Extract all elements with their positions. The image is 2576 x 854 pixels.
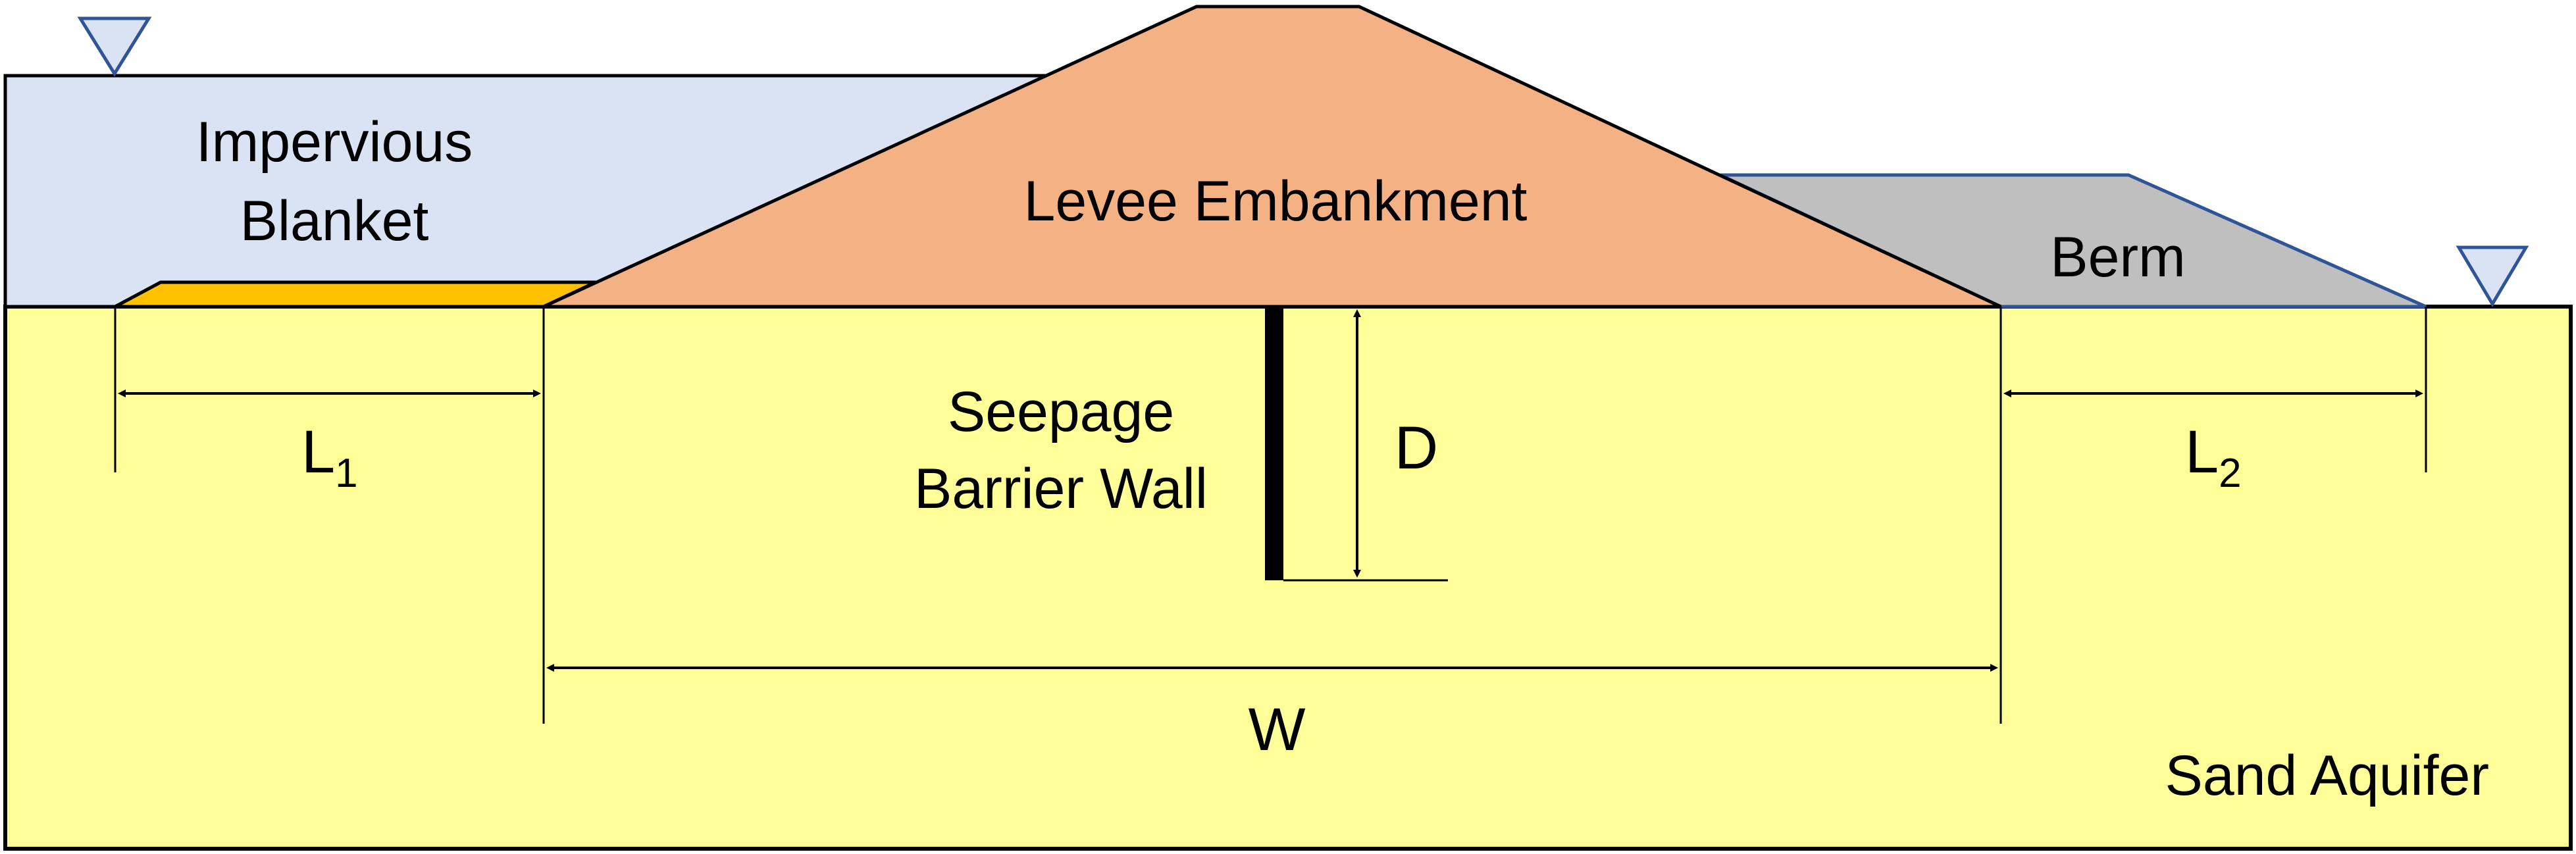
l2-subscript: 2 bbox=[2219, 451, 2241, 496]
berm-label: Berm bbox=[2050, 226, 2185, 289]
d-label: D bbox=[1395, 414, 1438, 482]
impervious-label-line2: Blanket bbox=[240, 189, 429, 253]
levee-embankment bbox=[542, 5, 2002, 309]
seepage-label-line2: Barrier Wall bbox=[914, 457, 1208, 520]
l1-main: L bbox=[301, 418, 335, 486]
l2-main: L bbox=[2185, 418, 2219, 486]
sand-aquifer-label: Sand Aquifer bbox=[2165, 744, 2489, 807]
seepage-barrier-wall bbox=[1265, 307, 1283, 580]
water-level-right-icon bbox=[2456, 245, 2529, 307]
l1-label: L1 bbox=[301, 418, 358, 496]
l2-label: L2 bbox=[2185, 418, 2242, 496]
water-level-left-icon bbox=[77, 16, 152, 77]
impervious-label-line1: Impervious bbox=[196, 111, 473, 174]
l1-subscript: 1 bbox=[335, 451, 357, 496]
levee-label: Levee Embankment bbox=[1024, 170, 1528, 233]
w-label: W bbox=[1249, 696, 1306, 763]
impervious-blanket-layer bbox=[114, 280, 597, 309]
seepage-label-line1: Seepage bbox=[948, 380, 1174, 443]
